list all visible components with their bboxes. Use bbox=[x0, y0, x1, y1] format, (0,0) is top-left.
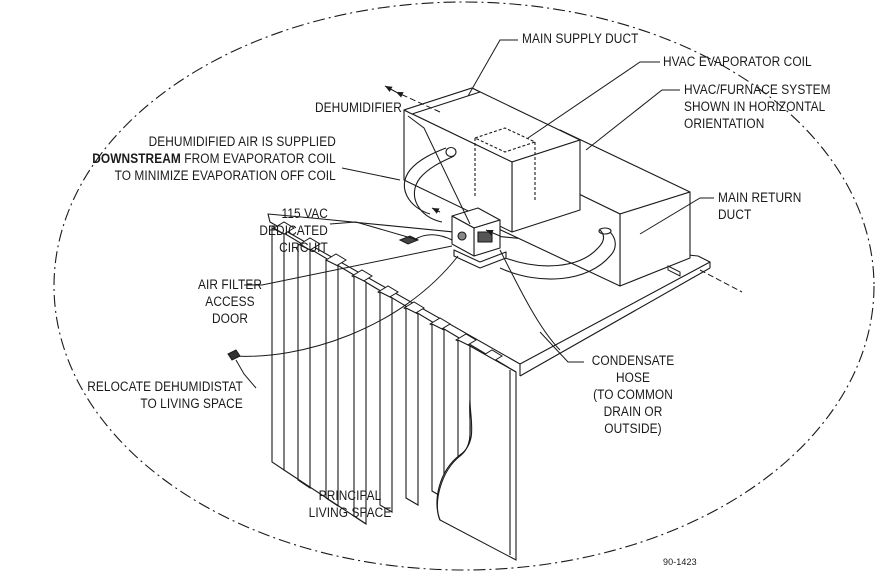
dehumidistat-icon bbox=[227, 349, 241, 361]
evaporator-coil bbox=[473, 127, 537, 200]
furnace-unit bbox=[403, 87, 581, 233]
label-circuit-line3: CIRCUIT bbox=[279, 240, 328, 255]
label-living-space-line1: PRINCIPAL bbox=[318, 488, 382, 503]
figure-number: 90-1423 bbox=[663, 557, 697, 567]
label-supplied-air-line2: DOWNSTREAM FROM EVAPORATOR COIL bbox=[92, 150, 336, 167]
label-dehumidifier: DEHUMIDIFIER bbox=[315, 100, 402, 115]
dehumidistat-wire bbox=[233, 255, 459, 357]
label-supplied-air-line1: DEHUMIDIFIED AIR IS SUPPLIED bbox=[148, 134, 336, 149]
main-supply-duct bbox=[403, 87, 481, 115]
label-hvac-furnace-line3: ORIENTATION bbox=[684, 116, 765, 131]
label-circuit-line2: DEDICATED bbox=[259, 223, 328, 238]
label-supplied-air-line3: TO MINIMIZE EVAPORATION OFF COIL bbox=[114, 168, 336, 183]
label-living-space-line2: LIVING SPACE bbox=[308, 505, 392, 520]
label-115vac-circuit: 115 VAC DEDICATED CIRCUIT bbox=[259, 205, 328, 256]
label-dehumidistat-line1: RELOCATE DEHUMIDISTAT bbox=[87, 379, 243, 394]
label-principal-living-space: PRINCIPAL LIVING SPACE bbox=[297, 487, 403, 521]
label-condensate-line5: OUTSIDE) bbox=[604, 421, 662, 436]
label-dehumidified-air: DEHUMIDIFIED AIR IS SUPPLIED DOWNSTREAM … bbox=[92, 133, 336, 184]
label-condensate-line2: HOSE bbox=[615, 370, 651, 385]
airflow-arrows bbox=[384, 85, 743, 293]
label-condensate-line3: (TO COMMON bbox=[593, 387, 673, 402]
label-from-evaporator: FROM EVAPORATOR COIL bbox=[181, 151, 336, 166]
label-air-filter-line3: DOOR bbox=[212, 311, 248, 326]
label-hvac-furnace-line1: HVAC/FURNACE SYSTEM bbox=[684, 82, 831, 97]
label-hvac-evaporator-coil: HVAC EVAPORATOR COIL bbox=[663, 54, 812, 69]
label-return-line2: DUCT bbox=[718, 207, 752, 222]
label-hvac-furnace-system: HVAC/FURNACE SYSTEM SHOWN IN HORIZONTAL … bbox=[684, 81, 831, 132]
label-main-return-duct: MAIN RETURN DUCT bbox=[718, 189, 801, 223]
label-condensate-line1: CONDENSATE bbox=[591, 353, 675, 368]
label-condensate-line4: DRAIN OR bbox=[603, 404, 663, 419]
label-return-line1: MAIN RETURN bbox=[718, 190, 802, 205]
label-air-filter-door: AIR FILTER ACCESS DOOR bbox=[186, 276, 274, 327]
label-hvac-furnace-line2: SHOWN IN HORIZONTAL bbox=[684, 99, 826, 114]
label-relocate-dehumidistat: RELOCATE DEHUMIDISTAT TO LIVING SPACE bbox=[87, 378, 243, 412]
wall-studs bbox=[271, 227, 471, 526]
label-main-supply-duct: MAIN SUPPLY DUCT bbox=[522, 31, 639, 46]
drywall bbox=[436, 345, 517, 561]
label-condensate-hose: CONDENSATE HOSE (TO COMMON DRAIN OR OUTS… bbox=[585, 352, 682, 437]
label-air-filter-line2: ACCESS bbox=[205, 294, 255, 309]
detail-circle bbox=[53, 1, 875, 571]
label-downstream: DOWNSTREAM bbox=[92, 151, 182, 166]
leader-lines bbox=[235, 39, 714, 389]
label-air-filter-line1: AIR FILTER bbox=[197, 277, 263, 292]
label-circuit-line1: 115 VAC bbox=[281, 206, 328, 221]
dehumidifier-unit bbox=[451, 207, 507, 269]
label-dehumidistat-line2: TO LIVING SPACE bbox=[140, 396, 243, 411]
condensate-hose bbox=[499, 249, 561, 351]
